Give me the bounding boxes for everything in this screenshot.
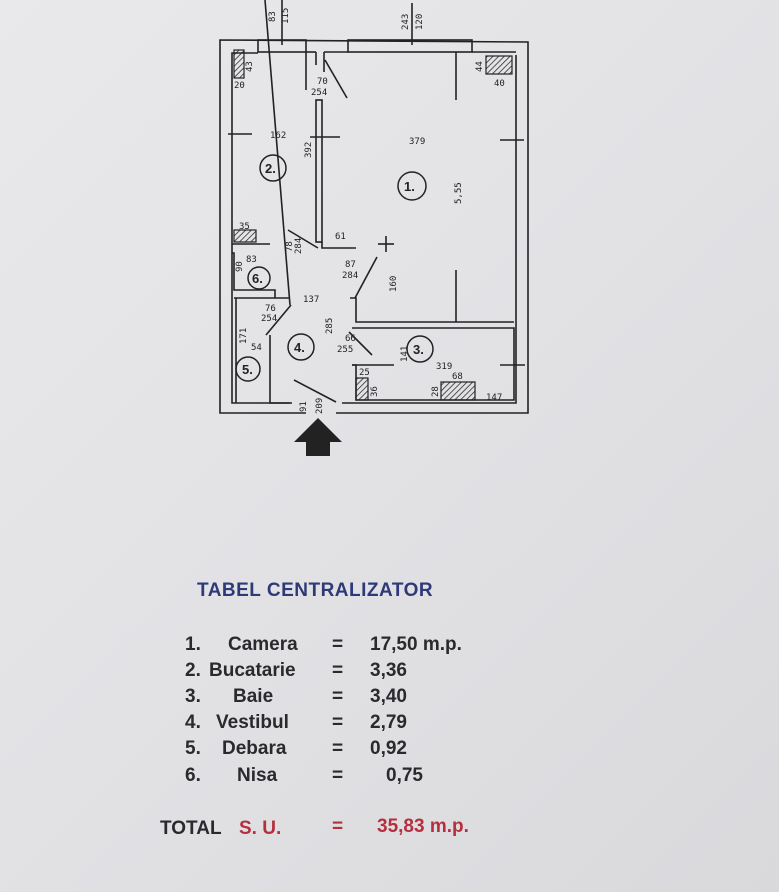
dim: 5,55	[454, 182, 464, 204]
room-area: 3,36	[370, 660, 407, 681]
room-name: Vestibul	[216, 712, 289, 733]
dim: 76	[265, 304, 276, 314]
row-number: 1.	[185, 634, 201, 655]
dim: 78	[285, 241, 295, 252]
dim: 40	[494, 79, 505, 89]
dim: 28	[431, 386, 441, 397]
dim: 120	[415, 14, 425, 30]
equals-sign: =	[332, 765, 344, 786]
dim: 147	[486, 393, 502, 403]
room-labels: 1. 2. 3. 4. 5. 6.	[235, 154, 434, 382]
dim: 171	[239, 328, 249, 344]
room-name: Camera	[228, 634, 298, 655]
dim: 25	[359, 368, 370, 378]
room-area: 2,79	[370, 712, 407, 733]
room-name: Debara	[222, 738, 287, 759]
dim: 43	[245, 61, 255, 72]
room-area: 17,50 m.p.	[370, 634, 462, 655]
room-name: Bucatarie	[209, 660, 296, 681]
dim: 61	[335, 232, 346, 242]
equals-sign: =	[332, 686, 344, 707]
dim: 54	[251, 343, 262, 353]
dim: 162	[270, 131, 286, 141]
room-area: 0,92	[370, 738, 407, 759]
dim: 66	[345, 334, 356, 344]
room-area: 3,40	[370, 686, 407, 707]
dim: 36	[370, 386, 380, 397]
dim: 115	[281, 8, 291, 24]
dim: 141	[400, 346, 410, 362]
dim: 254	[261, 314, 277, 324]
dim: 254	[311, 88, 327, 98]
room-name: Baie	[233, 686, 274, 707]
dim: 243	[401, 14, 411, 30]
dim: 91	[299, 401, 309, 412]
room-5-label: 5.	[242, 362, 253, 377]
room-6-label: 6.	[252, 271, 263, 286]
total-su-label: S. U.	[239, 818, 282, 839]
dim: 90	[235, 261, 245, 272]
dim: 44	[475, 61, 485, 72]
dim: 137	[303, 295, 319, 305]
equals-sign: =	[332, 738, 344, 759]
dim: 83	[246, 255, 257, 265]
dim: 35	[239, 222, 250, 232]
equals-sign: =	[332, 634, 344, 655]
dim: 68	[452, 372, 463, 382]
room-1-label: 1.	[404, 179, 415, 194]
dim: 284	[342, 271, 358, 281]
dim: 20	[234, 81, 245, 91]
hatched-columns	[233, 49, 513, 401]
dim: 379	[409, 137, 425, 147]
arrow-up-icon	[294, 418, 342, 456]
equals-sign: =	[332, 712, 344, 733]
dim: 255	[337, 345, 353, 355]
dim: 87	[345, 260, 356, 270]
room-name: Nisa	[237, 765, 278, 786]
walls	[219, 0, 529, 414]
row-number: 5.	[185, 738, 201, 759]
dim: 285	[325, 318, 335, 334]
room-2-label: 2.	[265, 161, 276, 176]
table-title: TABEL CENTRALIZATOR	[197, 580, 434, 601]
dim: 319	[436, 362, 452, 372]
dim: 284	[294, 238, 304, 254]
row-number: 2.	[185, 660, 201, 681]
equals-sign: =	[332, 816, 344, 837]
total-area: 35,83 m.p.	[377, 816, 469, 837]
dim: 392	[304, 142, 314, 158]
total-label: TOTAL	[160, 818, 222, 839]
row-number: 3.	[185, 686, 201, 707]
row-number: 4.	[185, 712, 201, 733]
dim: 160	[389, 276, 399, 292]
equals-sign: =	[332, 660, 344, 681]
row-number: 6.	[185, 765, 201, 786]
floor-plan: 1. 2. 3. 4. 5. 6. 83 115 243 120 43 20 7…	[219, 0, 529, 456]
dim: 209	[315, 398, 325, 414]
dimension-labels: 83 115 243 120 43 20 70 254 44 40 162 39…	[234, 8, 505, 414]
room-4-label: 4.	[294, 340, 305, 355]
room-area: 0,75	[386, 765, 423, 786]
room-3-label: 3.	[413, 342, 424, 357]
dim: 83	[268, 11, 278, 22]
dim: 70	[317, 77, 328, 87]
